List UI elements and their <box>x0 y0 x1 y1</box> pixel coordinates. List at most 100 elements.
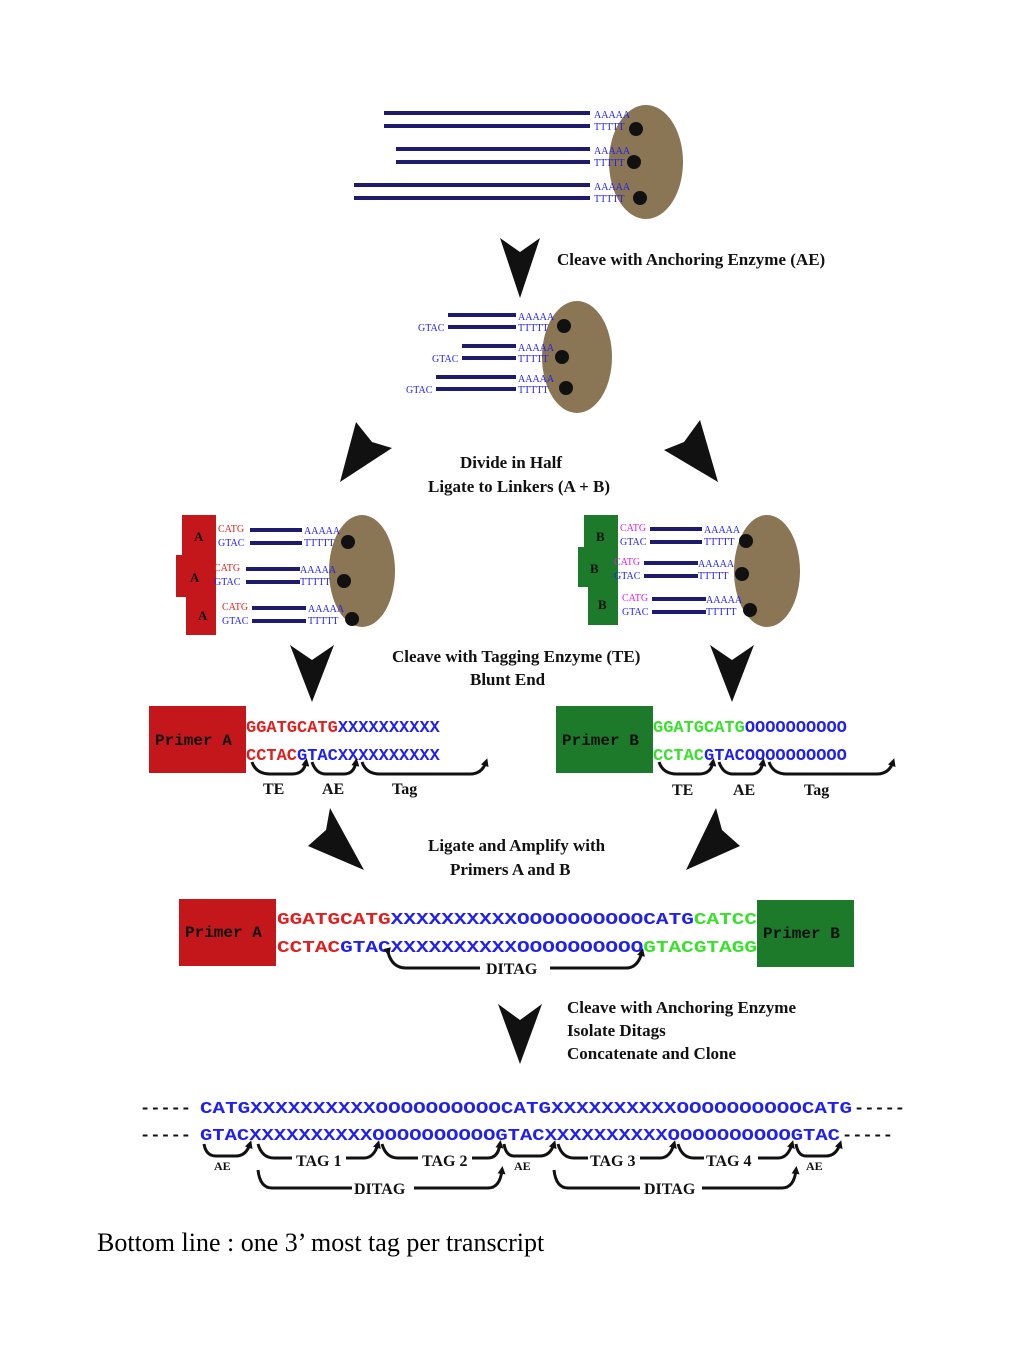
tag4-label: TAG 4 <box>706 1153 751 1170</box>
gtac-label: GTAC <box>418 323 445 334</box>
stage6-concatemer: ----- CATGXXXXXXXXXXOOOOOOOOOOCATGXXXXXX… <box>140 1100 905 1198</box>
catg-label: CATG <box>214 563 240 574</box>
step-cleave-ae: Cleave with Anchoring Enzyme (AE) <box>557 250 825 269</box>
polyt-label: TTTTT <box>706 607 737 618</box>
tag-sequence: XXXXXXXXXX <box>338 719 441 738</box>
polya-label: AAAAA <box>518 343 555 354</box>
dash-right: ----- <box>854 1100 905 1119</box>
polyt-label: TTTTT <box>594 158 625 169</box>
linker-a-label: A <box>194 529 204 544</box>
stage1-mrna-bead: AAAAA TTTTT AAAAA TTTTT AAAAA TTTTT <box>354 105 683 219</box>
polyt-label: TTTTT <box>704 537 735 548</box>
stage4-tag-b: Primer B GGATGCATGOOOOOOOOOO CCTACGTACOO… <box>556 706 896 799</box>
down-arrow <box>290 645 334 702</box>
polyt-label: TTTTT <box>698 571 729 582</box>
step-primers: Primers A and B <box>450 860 570 879</box>
te-sequence: GGATGCATG <box>246 719 338 738</box>
primer-b-label: Primer B <box>562 732 639 750</box>
ditag-sequence: GTACXXXXXXXXXXOOOOOOOOOO <box>340 939 643 958</box>
tag-label: Tag <box>392 781 417 798</box>
step-cleave-te: Cleave with Tagging Enzyme (TE) <box>392 647 640 666</box>
tag3-label: TAG 3 <box>590 1153 635 1170</box>
tag2-label: TAG 2 <box>422 1153 467 1170</box>
linker-a-label: A <box>198 608 208 623</box>
linker-b-label: B <box>590 561 599 576</box>
ae-label: AE <box>514 1159 531 1173</box>
down-arrow <box>498 1004 542 1064</box>
dash-left: ----- <box>140 1127 191 1146</box>
gtac-label: GTAC <box>622 607 649 618</box>
polyt-label: TTTTT <box>594 194 625 205</box>
te-sequence: GTACGTAGG <box>643 939 757 958</box>
polya-label: AAAAA <box>300 565 337 576</box>
stage3-linker-b: B B B CATG GTAC CATG GTAC CATG GTAC AAAA… <box>578 515 800 627</box>
te-sequence: CCTAC <box>277 939 340 958</box>
catg-label: CATG <box>222 602 248 613</box>
te-sequence: GGATGCATG <box>277 911 391 930</box>
down-right-arrow <box>664 420 718 482</box>
gtac-label: GTAC <box>218 538 245 549</box>
ditag-label: DITAG <box>354 1181 406 1198</box>
gtac-label: GTAC <box>406 385 433 396</box>
polya-label: AAAAA <box>594 110 631 121</box>
polya-label: AAAAA <box>706 595 743 606</box>
catg-label: CATG <box>218 524 244 535</box>
ae-label: AE <box>214 1159 231 1173</box>
polya-label: AAAAA <box>518 374 555 385</box>
tag-sequence: GTACXXXXXXXXXX <box>297 747 441 766</box>
down-arrow <box>710 645 754 702</box>
tag-label: Tag <box>804 782 829 799</box>
down-left-arrow <box>686 808 740 870</box>
primer-a-box <box>179 899 276 966</box>
down-right-arrow <box>308 808 364 870</box>
primer-a-label: Primer A <box>155 732 232 750</box>
down-left-arrow <box>340 422 392 482</box>
primer-b-box <box>556 706 653 773</box>
polya-label: AAAAA <box>594 182 631 193</box>
tag1-label: TAG 1 <box>296 1153 341 1170</box>
catg-label: CATG <box>622 593 648 604</box>
gtac-label: GTAC <box>214 577 241 588</box>
concatemer-bottom: GTACXXXXXXXXXXOOOOOOOOOOGTACXXXXXXXXXXOO… <box>200 1127 840 1146</box>
polya-label: AAAAA <box>308 604 345 615</box>
bead <box>609 105 683 219</box>
polya-label: AAAAA <box>304 526 341 537</box>
te-label: TE <box>672 782 693 799</box>
linker-b-label: B <box>596 529 605 544</box>
ditag-label: DITAG <box>486 961 538 978</box>
ditag-label: DITAG <box>644 1181 696 1198</box>
step-isolate-ditags: Isolate Ditags <box>567 1021 666 1040</box>
tag-sequence: OOOOOOOOOO <box>745 719 847 738</box>
primer-b-label: Primer B <box>763 925 840 943</box>
step-ligate-linkers: Ligate to Linkers (A + B) <box>428 477 610 496</box>
dash-left: ----- <box>140 1100 191 1119</box>
te-sequence: CATCC <box>694 911 757 930</box>
te-sequence: GGATGCATG <box>653 719 745 738</box>
step-divide: Divide in Half <box>460 453 562 472</box>
catg-label: CATG <box>614 557 640 568</box>
polyt-label: TTTTT <box>518 323 549 334</box>
polyt-label: TTTTT <box>304 538 335 549</box>
dash-right: ----- <box>842 1127 893 1146</box>
gtac-label: GTAC <box>432 354 459 365</box>
primer-b-box <box>757 900 854 967</box>
svg-text:CCTACGTACOOOOOOOOOO: CCTACGTACOOOOOOOOOO <box>653 747 847 766</box>
tag-sequence: GTACOOOOOOOOOO <box>704 747 847 766</box>
stage2-cleaved-bead: AAAAA TTTTT AAAAA TTTTT AAAAA TTTTT GTAC… <box>406 301 612 413</box>
te-sequence: CCTAC <box>653 747 704 766</box>
ditag-sequence: XXXXXXXXXXOOOOOOOOOOCATG <box>391 911 694 930</box>
step-cleave-ae-final: Cleave with Anchoring Enzyme <box>567 998 796 1017</box>
polya-label: AAAAA <box>518 312 555 323</box>
gtac-label: GTAC <box>620 537 647 548</box>
catg-label: CATG <box>620 523 646 534</box>
gtac-label: GTAC <box>614 571 641 582</box>
te-label: TE <box>263 781 284 798</box>
polya-label: AAAAA <box>594 146 631 157</box>
ae-label: AE <box>806 1159 823 1173</box>
down-arrow <box>500 238 540 298</box>
step-concatenate: Concatenate and Clone <box>567 1044 737 1063</box>
